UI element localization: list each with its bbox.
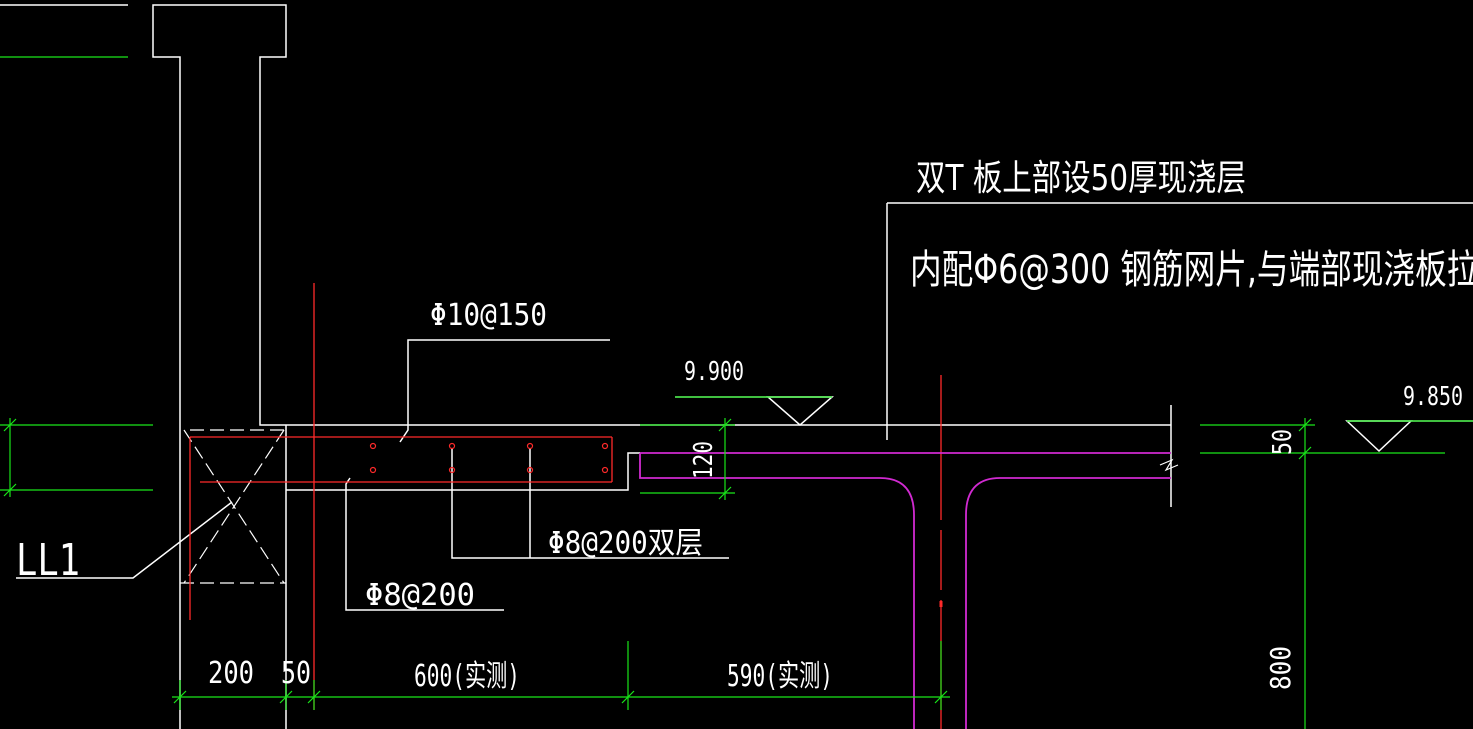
dim-590: 590(实测) [727,659,833,694]
beam-section-cross [180,429,286,584]
dim-600: 600(实测) [414,659,520,694]
rebar-stirrup-label: Φ8@200 [365,578,475,613]
elevation-right: 9.850 [1403,382,1463,412]
structure-outlines [0,4,1473,729]
dimension-lines [0,56,1473,729]
dim-120: 120 [689,441,719,479]
dim-200: 200 [208,656,254,691]
note-line-2: 内配Φ6@300 钢筋网片,与端部现浇板拉结 [910,247,1473,293]
elevation-left: 9.900 [684,357,744,387]
note-line-1: 双T 板上部设50厚现浇层 [916,158,1246,199]
dim-50-right: 50 [1268,429,1298,455]
rebar-dots [369,442,609,474]
dim-50: 50 [281,656,311,691]
rebar-top-label: Φ10@150 [430,298,547,333]
rebar-double-label: Φ8@200双层 [548,526,703,561]
dim-800: 800 [1264,646,1297,690]
beam-label: LL1 [16,535,80,586]
double-t-slab [639,452,1171,729]
